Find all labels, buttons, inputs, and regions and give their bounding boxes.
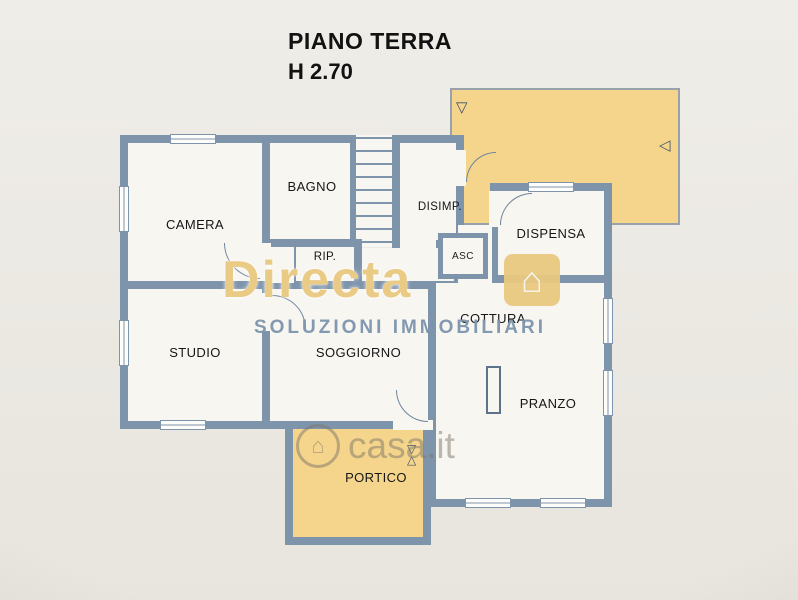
door-opening (451, 296, 461, 336)
window-marker (603, 298, 613, 344)
door-triangle-icon: △ (407, 453, 417, 467)
column-marker (486, 366, 501, 414)
door-opening (489, 191, 499, 227)
plan-title-line1: PIANO TERRA (288, 28, 452, 54)
room-label-disimpegno: DISIMP. (417, 201, 463, 213)
window-marker (603, 370, 613, 416)
room-label-rip: RIP. (313, 251, 337, 263)
door-triangle-icon: ▽ (407, 442, 417, 456)
plan-title: PIANO TERRA H 2.70 (288, 28, 452, 85)
room-label-dispensa: DISPENSA (516, 226, 586, 241)
room-label-studio: STUDIO (169, 345, 221, 360)
window-marker (465, 498, 511, 508)
door-opening (259, 293, 271, 331)
watermark-house-icon: ⌂ (504, 254, 560, 306)
room-disimpegno (392, 135, 464, 248)
window-marker (119, 320, 129, 366)
casait-text: casa.it (348, 425, 455, 466)
room-label-pranzo: PRANZO (519, 396, 577, 411)
camera-hall-floor (268, 247, 294, 283)
window-marker (528, 182, 574, 192)
terrace-arrow-icon: ▽ (456, 99, 468, 116)
house-icon: ⌂ (311, 433, 325, 458)
room-label-asc: ASC (451, 250, 475, 262)
room-label-camera: CAMERA (165, 217, 225, 232)
door-opening (259, 243, 271, 281)
door-opening (400, 239, 436, 249)
door-opening (393, 420, 433, 430)
elevator-box: ASC (438, 233, 488, 279)
window-marker (170, 134, 216, 144)
watermark-tagline: SOLUZIONI IMMOBILIARI (253, 317, 547, 338)
room-label-soggiorno: SOGGIORNO (315, 345, 402, 360)
plan-title-line2: H 2.70 (288, 59, 353, 84)
watermark-casait: ⌂ casa.it (296, 424, 455, 468)
stair-treads (356, 137, 394, 243)
house-icon: ⌂ (521, 259, 543, 300)
window-marker (119, 186, 129, 232)
room-label-cottura: COTTURA (460, 311, 526, 326)
door-opening (454, 150, 466, 186)
room-label-portico: PORTICO (345, 470, 407, 485)
casait-logo-icon: ⌂ (296, 424, 340, 468)
watermark-brand: Directa (222, 251, 413, 309)
room-label-bagno: BAGNO (287, 179, 337, 194)
terrace-arrow-icon: ◁ (659, 137, 671, 154)
window-marker (540, 498, 586, 508)
window-marker (160, 420, 206, 430)
